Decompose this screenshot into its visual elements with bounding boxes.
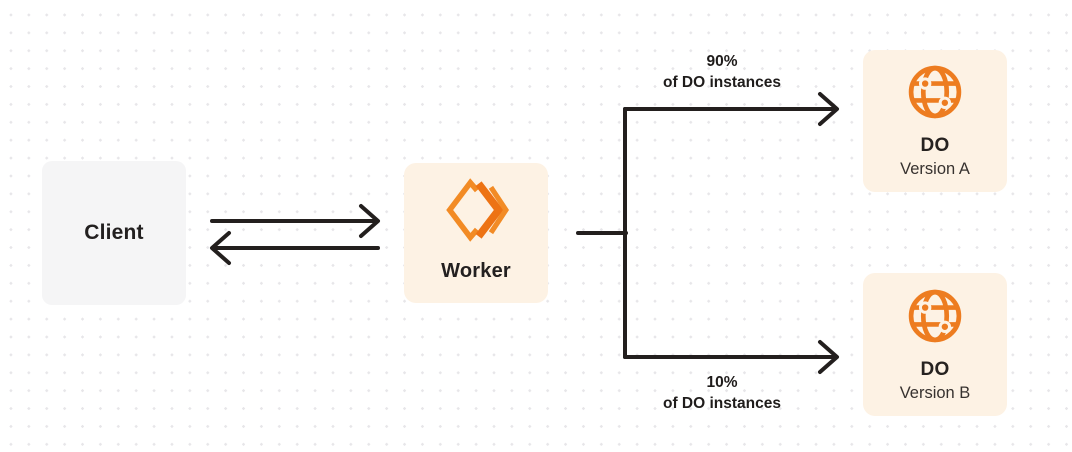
globe-node-dot xyxy=(918,301,932,314)
worker-node: Worker xyxy=(404,163,548,303)
branch-top-caption: of DO instances xyxy=(663,74,781,91)
branch-top-label: 90% of DO instances xyxy=(616,51,828,93)
cloudflare-workers-icon xyxy=(446,178,509,242)
do-b-title: DO xyxy=(920,359,950,380)
worker-label: Worker xyxy=(441,260,511,282)
globe-node-dot xyxy=(918,77,932,90)
branch-bottom-caption: of DO instances xyxy=(663,395,781,412)
branch-top-percent: 90% xyxy=(706,53,738,70)
globe-icon xyxy=(908,65,962,119)
globe-node-dot xyxy=(938,320,952,333)
do-b-subtitle: Version B xyxy=(899,384,971,402)
branch-bottom-label: 10% of DO instances xyxy=(616,372,828,414)
arrow-client-to-worker xyxy=(210,204,380,238)
client-node: Client xyxy=(42,161,186,305)
globe-icon xyxy=(908,289,962,343)
do-a-subtitle: Version A xyxy=(900,160,970,178)
branch-bottom-percent: 10% xyxy=(706,374,738,391)
arrow-split-to-do-a xyxy=(623,92,839,126)
do-version-a-node: DO Version A xyxy=(863,50,1007,192)
client-label: Client xyxy=(84,221,144,244)
do-a-title: DO xyxy=(920,135,950,156)
split-connector xyxy=(576,107,628,359)
do-version-b-node: DO Version B xyxy=(863,273,1007,416)
arrow-split-to-do-b xyxy=(623,340,839,374)
globe-node-dot xyxy=(938,96,952,109)
arrow-worker-to-client xyxy=(210,231,380,265)
